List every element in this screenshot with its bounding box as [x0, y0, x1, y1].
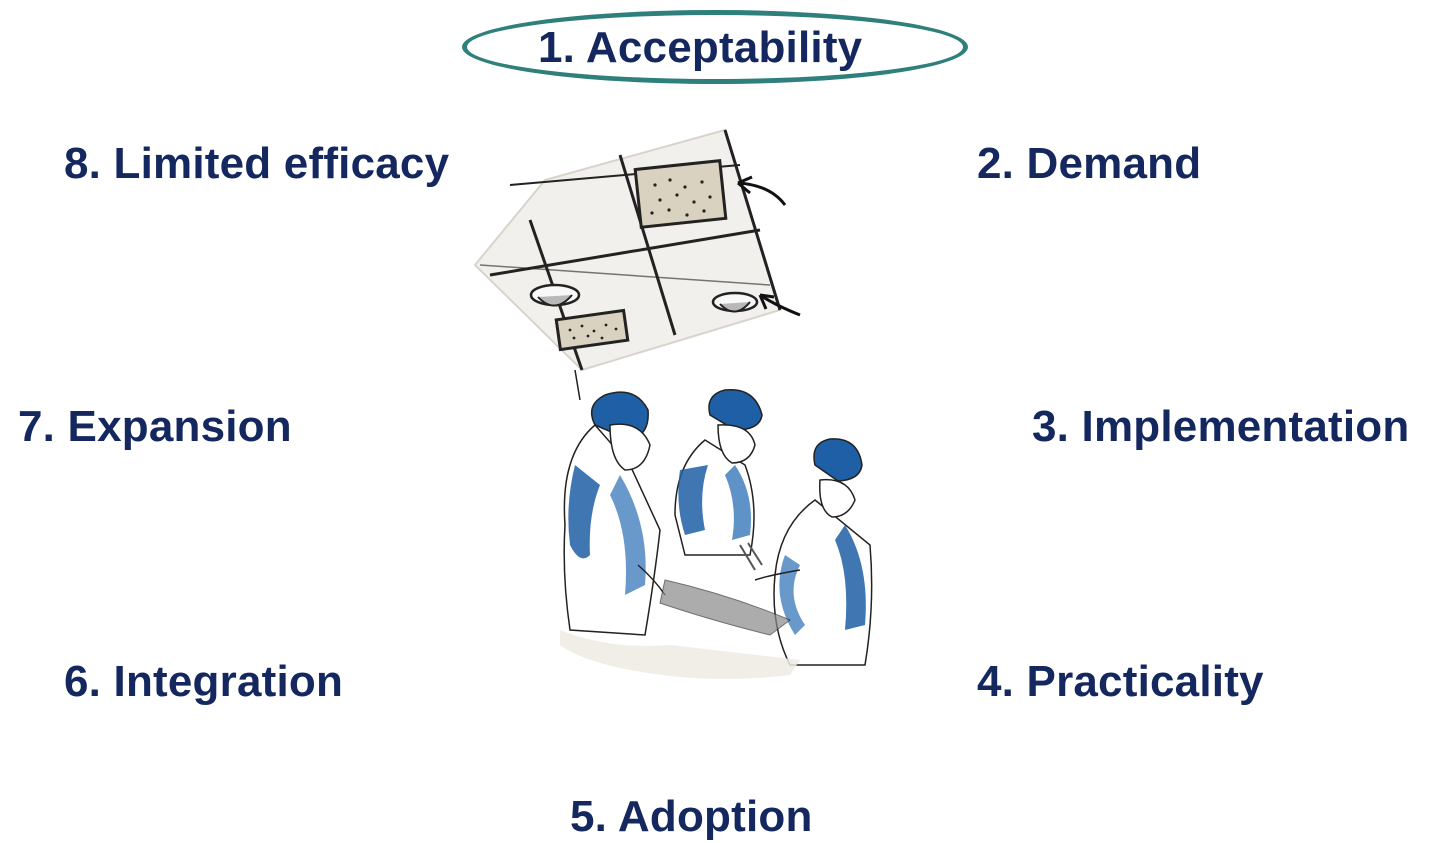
item-implementation: 3. Implementation [1032, 402, 1410, 451]
ceiling-vent-bottom [554, 308, 630, 352]
ceiling-panel [473, 128, 801, 401]
arrow-icon [737, 175, 801, 317]
item-acceptability: 1. Acceptability [538, 23, 863, 72]
item-demand: 2. Demand [977, 139, 1202, 188]
surgical-team-illustration [473, 128, 873, 679]
camera-dome-left [529, 283, 581, 307]
item-integration: 6. Integration [64, 657, 344, 706]
surgeon-left [563, 391, 666, 636]
ceiling-vent-top [633, 159, 728, 229]
item-limited-efficacy: 8. Limited efficacy [64, 139, 450, 188]
surgeon-middle [674, 388, 763, 556]
item-practicality: 4. Practicality [977, 657, 1264, 706]
acceptability-highlight-ellipse [462, 10, 968, 84]
operating-table [659, 579, 792, 636]
camera-dome-right [711, 291, 759, 313]
surgeon-right [754, 438, 873, 666]
item-expansion: 7. Expansion [18, 402, 292, 451]
surgeons [560, 388, 873, 679]
item-adoption: 5. Adoption [570, 792, 813, 841]
